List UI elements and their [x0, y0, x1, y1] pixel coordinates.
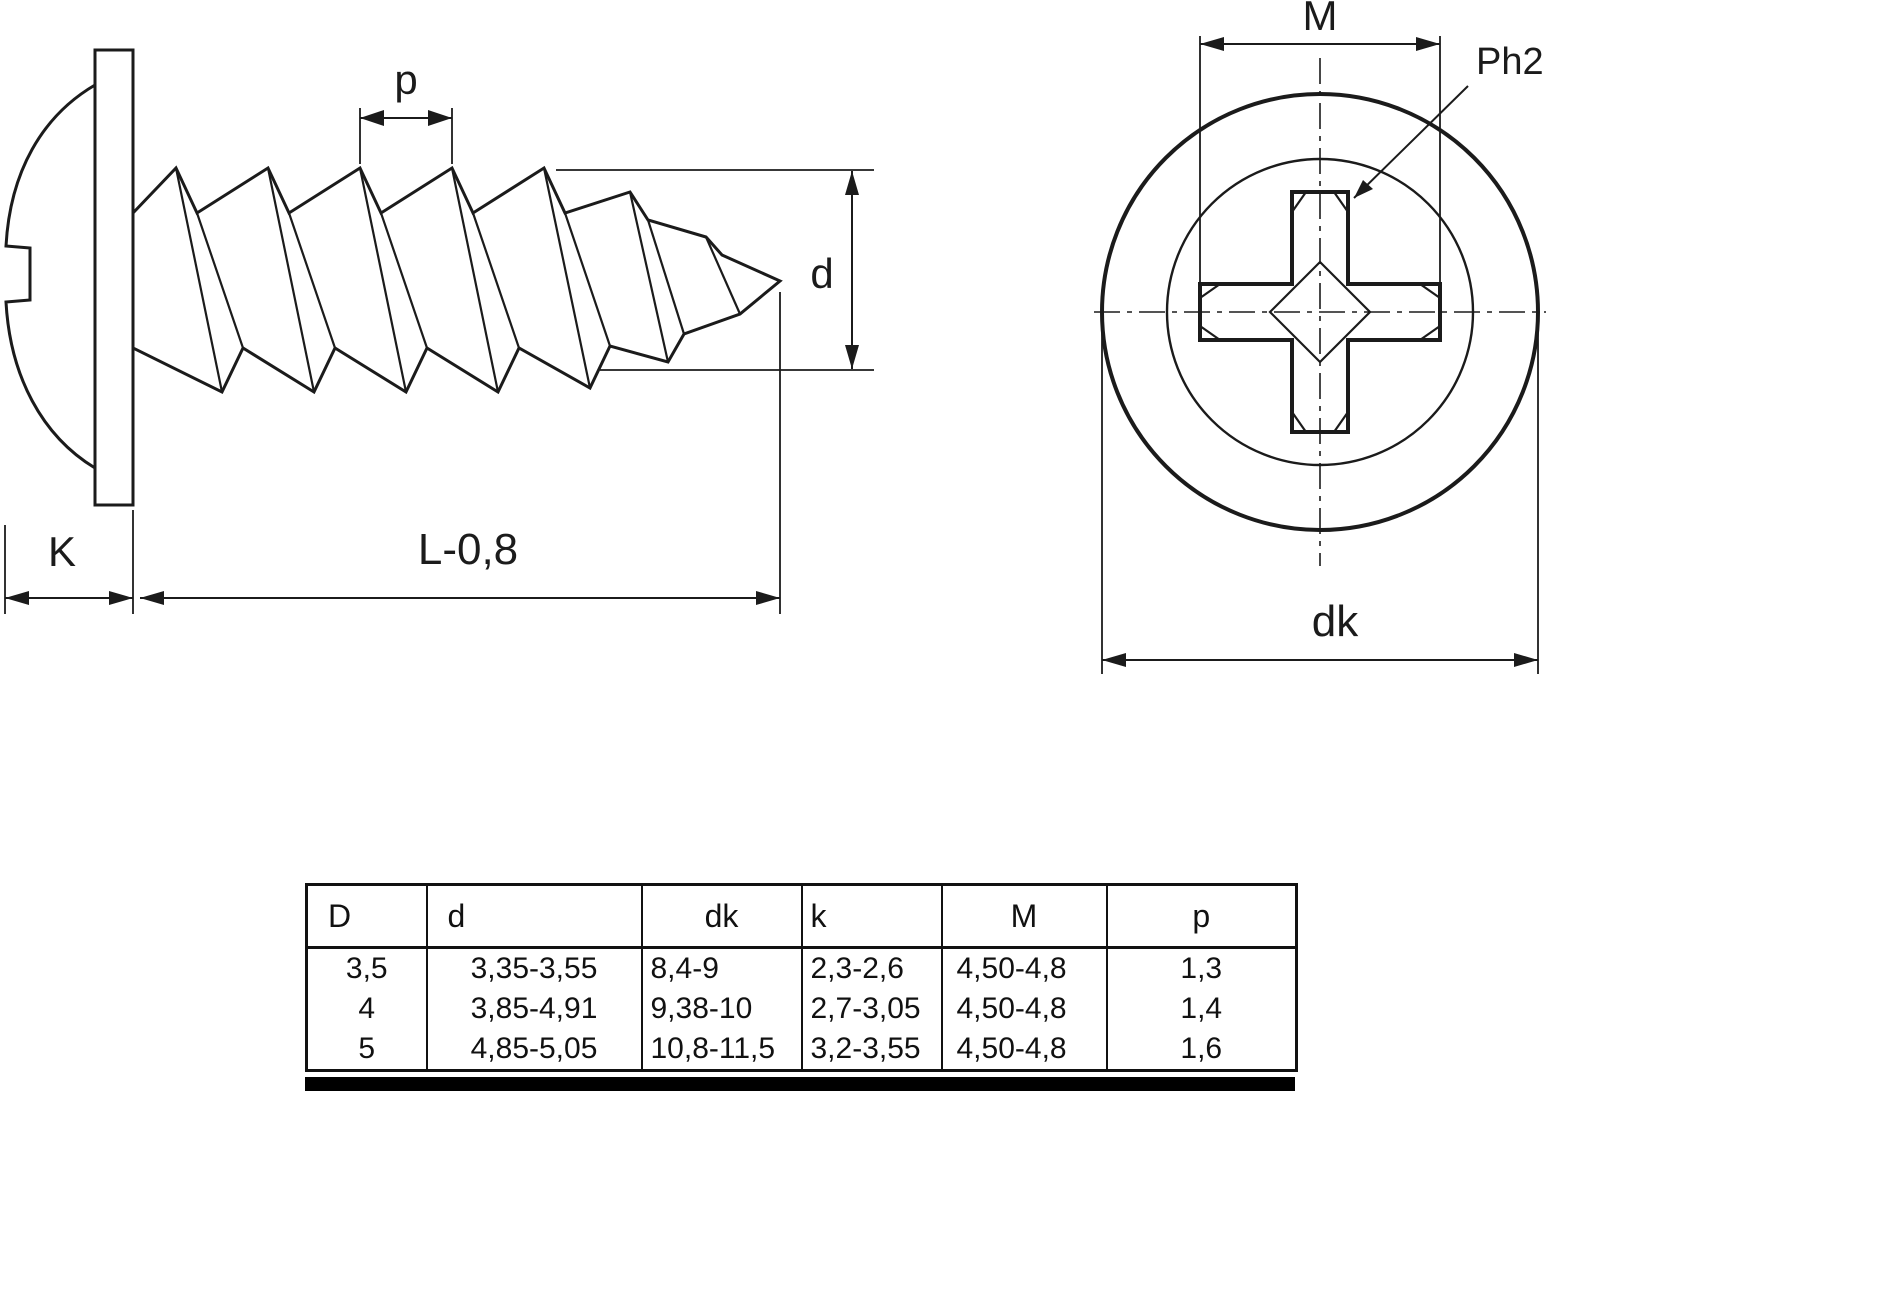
cell-dk: 9,38-10 — [640, 989, 803, 1029]
arrowhead — [360, 110, 384, 126]
cell-M: 4,50-4,8 — [940, 989, 1108, 1029]
cell-k: 3,2-3,55 — [800, 1029, 943, 1071]
dimension-diameter: d — [556, 169, 874, 371]
cell-p: 1,6 — [1105, 1029, 1298, 1071]
table-row: 4 3,85-4,91 9,38-10 2,7-3,05 4,50-4,8 1,… — [305, 989, 1298, 1029]
cell-D: 4 — [305, 989, 428, 1029]
table-row: 3,5 3,35-3,55 8,4-9 2,3-2,6 4,50-4,8 1,3 — [305, 947, 1298, 989]
arrowhead — [5, 591, 29, 605]
dimension-recess-width: M — [1199, 0, 1441, 286]
head-diameter-label: dk — [1312, 597, 1359, 646]
arrowhead — [1416, 37, 1440, 51]
recess-width-label: M — [1303, 0, 1338, 39]
arrowhead — [845, 345, 859, 369]
cell-D: 3,5 — [305, 947, 428, 989]
dimension-head-height: K — [4, 510, 134, 614]
col-header-k: k — [800, 884, 943, 949]
dimension-pitch: p — [359, 56, 453, 164]
dimension-table: D d dk k M p 3,5 3,35-3,55 8,4-9 2,3-2,6… — [305, 883, 1298, 1072]
dimension-head-diameter: dk — [1101, 320, 1539, 674]
screw-front-view: M Ph2 dk — [1094, 0, 1546, 674]
cell-M: 4,50-4,8 — [940, 947, 1108, 989]
thread-flank-lines — [174, 167, 742, 393]
cell-k: 2,3-2,6 — [800, 947, 943, 989]
drive-type-callout: Ph2 — [1353, 41, 1544, 199]
table-header-row: D d dk k M p — [305, 884, 1298, 949]
table-row: 5 4,85-5,05 10,8-11,5 3,2-3,55 4,50-4,8 … — [305, 1029, 1298, 1071]
diameter-label: d — [810, 250, 833, 297]
cell-d: 3,35-3,55 — [425, 947, 643, 989]
screw-side-view: p d K L-0,8 — [4, 48, 874, 614]
cell-M: 4,50-4,8 — [940, 1029, 1108, 1071]
arrowhead — [845, 171, 859, 195]
cell-p: 1,4 — [1105, 989, 1298, 1029]
dimension-table-container: D d dk k M p 3,5 3,35-3,55 8,4-9 2,3-2,6… — [305, 883, 1298, 1072]
screw-head-dome — [4, 82, 97, 471]
drive-type-label: Ph2 — [1476, 41, 1544, 83]
length-label: L-0,8 — [418, 525, 518, 574]
arrowhead — [756, 591, 780, 605]
arrowhead — [1102, 653, 1126, 667]
arrowhead — [109, 591, 133, 605]
arrowhead — [428, 110, 452, 126]
cell-dk: 10,8-11,5 — [640, 1029, 803, 1071]
dimension-length: L-0,8 — [140, 292, 781, 614]
arrowhead — [1514, 653, 1538, 667]
recess-corner-chamfers — [1199, 191, 1441, 433]
col-header-M: M — [940, 884, 1108, 949]
screw-flange — [93, 48, 135, 507]
cell-p: 1,3 — [1105, 947, 1298, 989]
cell-D: 5 — [305, 1029, 428, 1071]
arrowhead — [1200, 37, 1224, 51]
arrowhead — [1354, 180, 1373, 198]
cell-d: 4,85-5,05 — [425, 1029, 643, 1071]
col-header-dk: dk — [640, 884, 803, 949]
head-height-label: K — [48, 528, 76, 575]
pitch-label: p — [394, 56, 417, 103]
cell-dk: 8,4-9 — [640, 947, 803, 989]
technical-drawing-canvas: p d K L-0,8 — [4, 0, 1546, 674]
cell-d: 3,85-4,91 — [425, 989, 643, 1029]
cropped-bottom-bar — [305, 1077, 1295, 1091]
col-header-p: p — [1105, 884, 1298, 949]
col-header-d: d — [425, 884, 643, 949]
arrowhead — [140, 591, 164, 605]
cell-k: 2,7-3,05 — [800, 989, 943, 1029]
screw-threaded-body — [131, 165, 783, 395]
leader-line-ph2 — [1353, 85, 1469, 199]
col-header-D: D — [305, 884, 428, 949]
